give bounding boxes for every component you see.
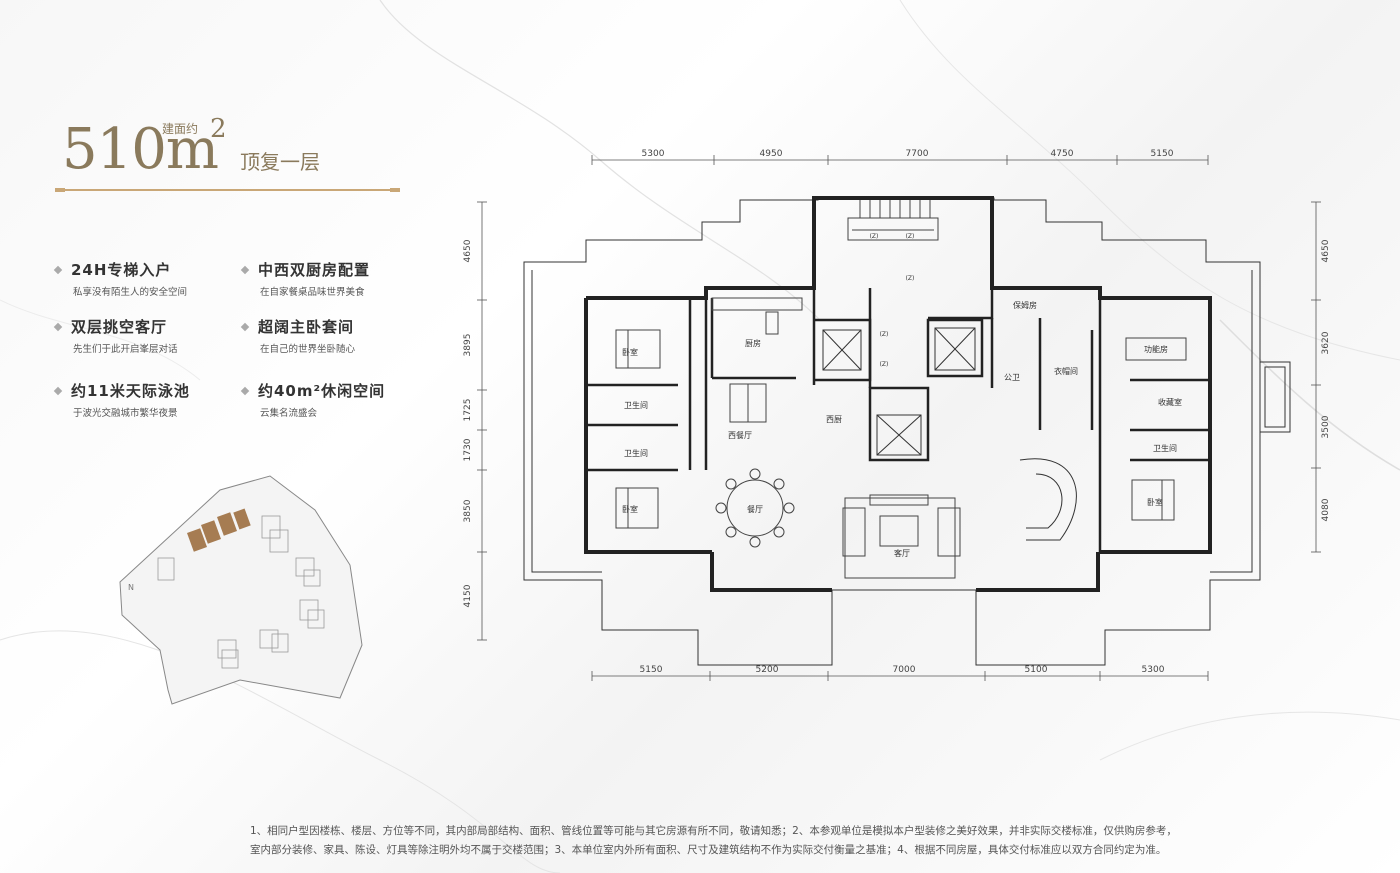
room-label-western-kitchen: 西厨 [826,415,842,424]
dim-bottom-5: 5300 [1142,665,1165,675]
feature-sub: 在自己的世界坐卧随心 [260,344,356,355]
room-label-bathroom: 卫生间 [1153,443,1177,453]
living-furniture [842,494,961,579]
dim-bottom-4: 5100 [1025,665,1048,675]
disclaimer-line: 1、相同户型因楼栋、楼层、方位等不同，其内部局部结构、面积、管线位置等可能与其它… [250,825,1177,837]
dim-left-2: 3895 [463,334,473,357]
highlighted-tower [187,508,251,552]
room-label-function-room: 功能房 [1144,344,1168,354]
floor-plan: 5300 4950 7700 4750 5150 5150 5200 7000 … [463,149,1331,681]
stair-core [847,200,939,241]
dim-bottom-1: 5150 [640,665,663,675]
feature-heading: 约11米天际泳池 [71,382,190,400]
feature-sub: 于波光交融城市繁华夜景 [73,408,178,419]
room-label-cloakroom: 衣帽间 [1054,366,1078,376]
feature-heading: 24H专梯入户 [71,261,172,279]
area-number: 510m [62,117,219,182]
room-label-bedroom: 卧室 [622,347,638,357]
dim-left-6: 4150 [463,584,473,607]
exterior-walls [584,196,1212,592]
elevator-mark: (Z) [906,275,915,282]
room-label-bathroom: 卫生间 [624,400,648,410]
top-dimension-line [591,155,1209,165]
feature-heading: 双层挑空客厅 [71,318,168,336]
dim-top-4: 4750 [1051,149,1074,159]
diamond-icon [53,265,63,275]
kitchen-counter [711,297,803,335]
room-label-western-dining: 西餐厅 [728,431,752,440]
room-label-bedroom: 卧室 [1147,497,1163,507]
diamond-icon [240,265,250,275]
left-dimension-line [477,201,487,641]
elevator-icon [822,327,976,456]
feature-item: 中西双厨房配置 在自家餐桌品味世界美食 [240,260,432,298]
site-plan: N [119,475,363,705]
feature-sub: 私享没有陌生人的安全空间 [73,287,188,298]
elevator-mark: (Z) [880,331,889,338]
feature-item: 24H专梯入户 私享没有陌生人的安全空间 [53,260,245,298]
room-label-living: 客厅 [894,548,910,558]
function-room-table [1125,337,1187,361]
title-block: 510m 2 建面约 顶复一层 [62,110,402,200]
dim-right-4: 4080 [1321,498,1331,521]
dim-left-3: 1725 [463,399,473,422]
room-label-dining: 餐厅 [747,505,763,514]
dim-right-1: 4650 [1321,239,1331,262]
diamond-icon [240,386,250,396]
dim-right-3: 3500 [1321,415,1331,438]
pool [1259,361,1291,433]
feature-sub: 云集名流盛会 [260,408,318,419]
room-label-storage: 收藏室 [1158,397,1182,407]
elevator-mark: (Z) [906,233,915,240]
dim-top-5: 5150 [1151,149,1174,159]
feature-heading: 中西双厨房配置 [258,261,371,279]
dim-left-1: 4650 [463,239,473,262]
dining-table [715,468,795,548]
dim-top-3: 7700 [906,149,929,159]
room-label-bathroom: 卫生间 [624,448,648,458]
dim-top-2: 4950 [760,149,783,159]
dim-bottom-3: 7000 [893,665,916,675]
diamond-icon [53,322,63,332]
floor-name: 顶复一层 [240,150,320,174]
area-superscript: 2 [210,114,227,144]
area-prefix: 建面约 [162,122,199,136]
feature-item: 约40m²休闲空间 云集名流盛会 [240,381,432,419]
feature-item: 约11米天际泳池 于波光交融城市繁华夜景 [53,381,245,419]
feature-item: 双层挑空客厅 先生们于此开启峯层对话 [53,317,245,355]
dim-left-4: 1730 [463,438,473,461]
elevator-mark: (Z) [880,361,889,368]
room-label-nanny: 保姆房 [1013,300,1037,310]
spiral-stair [1019,458,1077,541]
north-mark: N [128,583,134,592]
feature-sub: 先生们于此开启峯层对话 [73,344,178,355]
disclaimer: 1、相同户型因楼栋、楼层、方位等不同，其内部局部结构、面积、管线位置等可能与其它… [250,822,1250,860]
bottom-dimension-line [591,671,1209,681]
feature-item: 超阔主卧套间 在自己的世界坐卧随心 [240,317,432,355]
title-divider [55,188,400,192]
room-label-bedroom: 卧室 [622,504,638,514]
dim-left-5: 3850 [463,499,473,522]
right-dimension-line [1311,201,1321,553]
diamond-icon [240,322,250,332]
feature-heading: 约40m²休闲空间 [258,382,386,400]
disclaimer-line: 室内部分装修、家具、陈设、灯具等除注明外均不属于交楼范围；3、本单位室内外所有面… [250,844,1167,856]
dim-right-2: 3620 [1321,331,1331,354]
feature-heading: 超阔主卧套间 [258,318,355,336]
dim-bottom-2: 5200 [756,665,779,675]
interior-walls [586,288,1210,552]
room-label-kitchen: 厨房 [745,338,761,348]
western-dining-table [729,383,767,423]
diamond-icon [53,386,63,396]
room-label-public-wc: 公卫 [1004,373,1020,382]
dim-top-1: 5300 [642,149,665,159]
elevator-mark: (Z) [870,233,879,240]
terrace-outline [523,197,1261,666]
bed-icon [615,329,1175,529]
feature-sub: 在自家餐桌品味世界美食 [260,287,365,298]
